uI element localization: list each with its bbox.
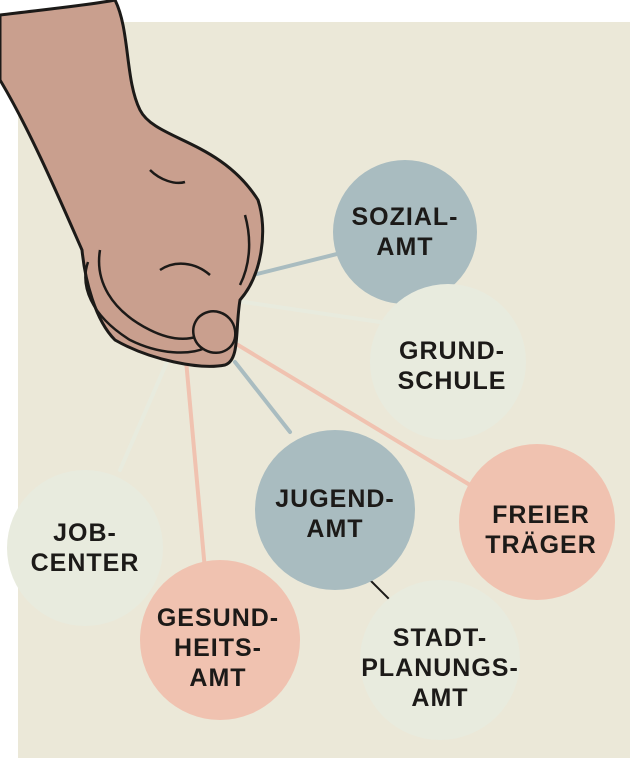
label-line: JOB- (31, 518, 140, 548)
label-line: FREIER (485, 500, 597, 530)
label-line: SOZIAL- (352, 202, 459, 232)
label-line: AMT (275, 514, 395, 544)
label-jobcenter: JOB- CENTER (31, 518, 140, 578)
label-line: HEITS- (157, 633, 279, 663)
label-line: AMT (352, 232, 459, 262)
label-line: AMT (361, 683, 519, 713)
label-line: CENTER (31, 548, 140, 578)
label-line: GRUND- (398, 336, 507, 366)
thumbnail (193, 311, 235, 352)
label-stadtplanungsamt: STADT- PLANUNGS- AMT (361, 623, 519, 713)
label-line: STADT- (361, 623, 519, 653)
label-jugendamt: JUGEND- AMT (275, 484, 395, 544)
label-line: TRÄGER (485, 530, 597, 560)
label-grundschule: GRUND- SCHULE (398, 336, 507, 396)
label-freier-traeger: FREIER TRÄGER (485, 500, 597, 560)
label-line: PLANUNGS- (361, 653, 519, 683)
label-line: AMT (157, 663, 279, 693)
label-line: JUGEND- (275, 484, 395, 514)
label-line: SCHULE (398, 366, 507, 396)
label-line: GESUND- (157, 603, 279, 633)
label-gesundheitsamt: GESUND- HEITS- AMT (157, 603, 279, 693)
label-sozialamt: SOZIAL- AMT (352, 202, 459, 262)
